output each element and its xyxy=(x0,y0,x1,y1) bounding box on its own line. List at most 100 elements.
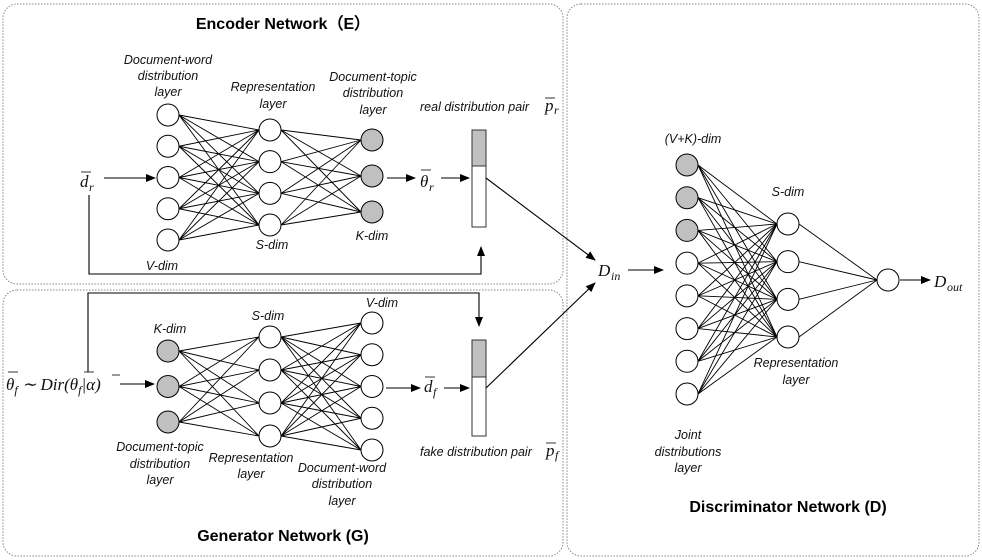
generator-edge xyxy=(280,336,362,419)
encoder-edge xyxy=(280,161,362,213)
generator-edge xyxy=(178,421,260,437)
discriminator-edge xyxy=(798,279,878,300)
discriminator-node-l0-2 xyxy=(675,218,699,242)
svg-text:Representation: Representation xyxy=(209,451,294,465)
discriminator-edge xyxy=(697,230,778,263)
generator-layer-label-1: Representation layer xyxy=(209,451,294,481)
svg-text:θf ∼ Dir(θf|α): θf ∼ Dir(θf|α) xyxy=(6,375,101,397)
svg-text:d: d xyxy=(80,172,89,191)
encoder-edge xyxy=(178,224,260,241)
svg-text:D: D xyxy=(597,261,611,280)
fake-pair-label: fake distribution pair p f xyxy=(420,441,560,462)
encoder-dim-s: S-dim xyxy=(256,238,289,252)
edges-layer xyxy=(178,114,878,451)
generator-edge xyxy=(280,336,362,356)
arrow-fake-pair-to-din xyxy=(485,282,596,389)
generator-output-df: d f xyxy=(424,376,438,399)
discriminator-edge xyxy=(697,230,778,338)
generator-edge xyxy=(178,386,260,404)
generator-edge xyxy=(280,322,362,338)
svg-text:Document-word: Document-word xyxy=(124,53,213,67)
discriminator-edge xyxy=(697,197,778,300)
discriminator-node-l0-1 xyxy=(675,186,699,210)
generator-dim-k: K-dim xyxy=(154,322,187,336)
svg-text:layer: layer xyxy=(259,97,287,111)
svg-text:out: out xyxy=(947,280,963,294)
svg-text:layer: layer xyxy=(154,85,182,99)
discriminator-output-dout: D out xyxy=(933,272,963,294)
discriminator-node-l0-3 xyxy=(675,251,699,275)
arrow-real-pair-to-din xyxy=(485,177,596,261)
encoder-edge xyxy=(280,211,362,226)
discriminator-edge xyxy=(697,197,778,263)
encoder-edge xyxy=(280,161,362,177)
discriminator-edge xyxy=(798,279,878,338)
encoder-dim-k: K-dim xyxy=(356,229,389,243)
encoder-edge xyxy=(280,175,362,226)
encoder-node-l1-3 xyxy=(258,213,282,237)
encoder-edge xyxy=(178,161,260,241)
generator-edge xyxy=(280,354,362,437)
arrow-dr-to-real-pair xyxy=(88,195,485,275)
discriminator-edge xyxy=(697,261,778,264)
fake-pair-vector xyxy=(471,339,487,437)
generator-edge xyxy=(178,386,260,437)
svg-text:Representation: Representation xyxy=(754,356,839,370)
discriminator-node-l2-0 xyxy=(876,268,900,292)
generator-panel xyxy=(2,289,564,557)
svg-text:distribution: distribution xyxy=(312,477,372,491)
generator-edge xyxy=(280,369,362,451)
generator-edge xyxy=(178,336,260,352)
generator-layer-label-2: Document-word distribution layer xyxy=(298,461,387,508)
generator-edge xyxy=(178,350,260,371)
discriminator-edge xyxy=(798,223,878,281)
discriminator-edge xyxy=(697,164,778,338)
discriminator-edge xyxy=(697,298,778,329)
generator-node-l1-2 xyxy=(258,391,282,415)
svg-text:θ: θ xyxy=(420,172,428,191)
svg-text:distribution: distribution xyxy=(343,86,403,100)
encoder-edge xyxy=(280,139,362,226)
encoder-node-l1-1 xyxy=(258,150,282,174)
encoder-node-l1-2 xyxy=(258,181,282,205)
svg-text:f: f xyxy=(433,385,438,399)
encoder-edge xyxy=(280,139,362,194)
encoder-edge xyxy=(178,129,260,210)
generator-node-l0-0 xyxy=(156,339,180,363)
generator-edge xyxy=(280,402,362,419)
discriminator-edge xyxy=(697,336,778,362)
encoder-title: Encoder Network（E） xyxy=(196,15,370,33)
svg-text:real distribution pair: real distribution pair xyxy=(420,100,530,114)
discriminator-node-l0-6 xyxy=(675,349,699,373)
generator-edge xyxy=(280,369,362,419)
encoder-edge xyxy=(178,129,260,178)
discriminator-edge xyxy=(697,328,778,338)
encoder-layer-label-0: Document-word distribution layer xyxy=(124,53,213,99)
generator-edge xyxy=(280,322,362,371)
generator-node-l2-1 xyxy=(360,343,384,367)
encoder-edge xyxy=(280,175,362,194)
generator-node-l0-1 xyxy=(156,375,180,398)
discriminator-node-l0-4 xyxy=(675,284,699,308)
discriminator-edge xyxy=(697,261,778,297)
svg-text:layer: layer xyxy=(237,467,265,481)
generator-edge xyxy=(280,322,362,404)
svg-text:r: r xyxy=(89,180,94,194)
discriminator-node-l0-5 xyxy=(675,317,699,341)
generator-edge xyxy=(280,417,362,437)
discriminator-edge xyxy=(697,295,778,300)
discriminator-node-l1-2 xyxy=(776,287,800,311)
encoder-node-l2-2 xyxy=(360,200,384,224)
encoder-node-l0-3 xyxy=(156,197,180,221)
discriminator-edge xyxy=(697,230,778,300)
encoder-node-l0-2 xyxy=(156,166,180,189)
discriminator-edge xyxy=(798,261,878,281)
connectors xyxy=(87,174,931,392)
discriminator-edge xyxy=(697,197,778,338)
generator-edge xyxy=(178,350,260,437)
generator-edge xyxy=(178,369,260,387)
encoder-edge xyxy=(280,129,362,213)
svg-text:f: f xyxy=(555,448,560,462)
encoder-layer-label-1: Representation layer xyxy=(231,80,316,111)
